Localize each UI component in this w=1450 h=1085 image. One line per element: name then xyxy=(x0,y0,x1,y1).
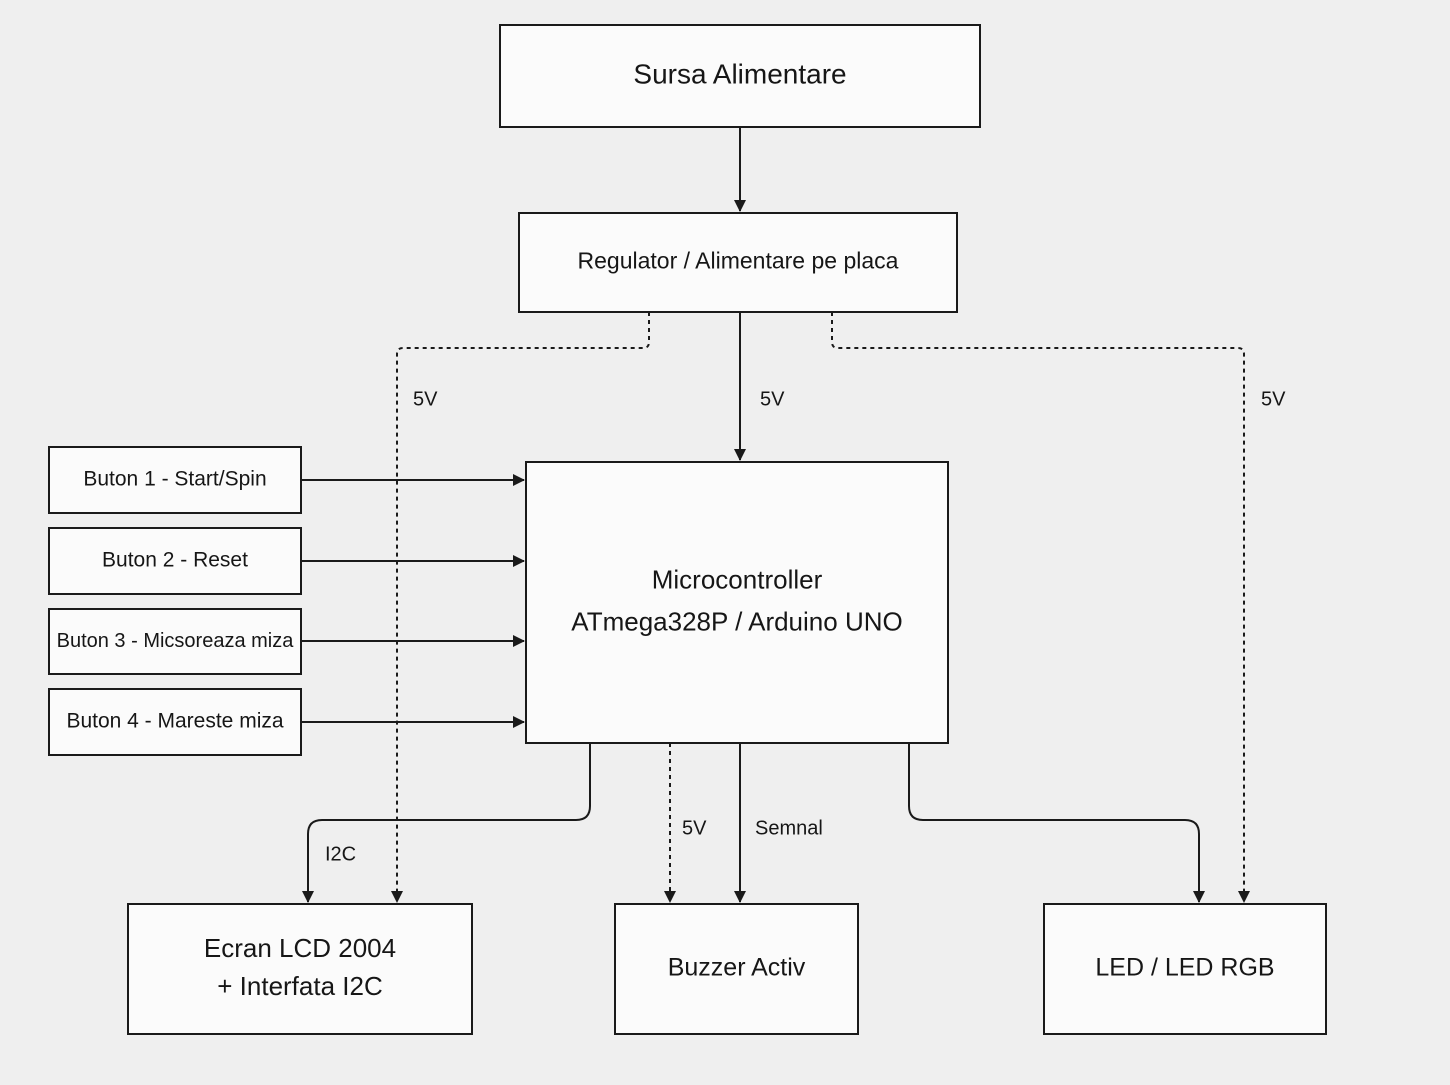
connector-regulator-to-led xyxy=(831,312,1250,903)
block-label-button-3-line-1: Buton 3 - Micsoreaza miza xyxy=(57,630,295,652)
block-frame-power-supply xyxy=(499,24,981,128)
block-frame-button-2 xyxy=(48,527,302,595)
block-frame-button-3 xyxy=(48,608,302,675)
connector-label-regulator-to-lcd: 5V xyxy=(413,388,438,410)
block-label-microcontroller-line-2: ATmega328P / Arduino UNO xyxy=(571,606,902,636)
block-power-supply: Sursa Alimentare xyxy=(499,24,981,128)
block-label-buzzer-line-1: Buzzer Activ xyxy=(668,954,806,982)
connector-regulator-to-lcd xyxy=(391,312,650,903)
block-button-3: Buton 3 - Micsoreaza miza xyxy=(48,608,302,675)
block-label-regulator-line-1: Regulator / Alimentare pe placa xyxy=(578,248,899,274)
block-button-2: Buton 2 - Reset xyxy=(48,527,302,595)
block-button-4: Buton 4 - Mareste miza xyxy=(48,688,302,756)
block-frame-buzzer xyxy=(614,903,859,1035)
block-frame-button-4 xyxy=(48,688,302,756)
block-label-button-4-line-1: Buton 4 - Mareste miza xyxy=(66,710,283,733)
connector-mcu-to-led xyxy=(908,743,1205,903)
block-regulator: Regulator / Alimentare pe placa xyxy=(518,212,958,313)
block-frame-button-1 xyxy=(48,446,302,514)
connector-label-regulator-to-led: 5V xyxy=(1261,388,1286,410)
connector-label-mcu-to-buzzer-power: 5V xyxy=(682,817,707,839)
block-frame-lcd xyxy=(127,903,473,1035)
block-label-microcontroller-line-1: Microcontroller xyxy=(652,564,823,594)
block-frame-regulator xyxy=(518,212,958,313)
connector-mcu-to-lcd xyxy=(302,743,591,903)
block-led: LED / LED RGB xyxy=(1043,903,1327,1035)
block-frame-led xyxy=(1043,903,1327,1035)
block-label-lcd-line-1: Ecran LCD 2004 xyxy=(204,933,396,963)
connector-label-mcu-to-lcd: I2C xyxy=(325,843,356,865)
connector-label-mcu-to-buzzer-signal: Semnal xyxy=(755,817,823,839)
block-label-led-line-1: LED / LED RGB xyxy=(1095,954,1274,982)
block-button-1: Buton 1 - Start/Spin xyxy=(48,446,302,514)
connector-label-regulator-to-mcu: 5V xyxy=(760,388,785,410)
block-label-button-2-line-1: Buton 2 - Reset xyxy=(102,549,248,572)
block-frame-microcontroller xyxy=(525,461,949,744)
block-label-power-supply-line-1: Sursa Alimentare xyxy=(633,58,846,89)
block-label-button-1-line-1: Buton 1 - Start/Spin xyxy=(83,468,266,491)
connection-labels: 5V 5V 5V I2C 5V Semnal xyxy=(325,388,1286,865)
block-label-lcd-line-2: + Interfata I2C xyxy=(217,971,382,1001)
block-buzzer: Buzzer Activ xyxy=(614,903,859,1035)
connections xyxy=(301,127,1250,903)
block-lcd: Ecran LCD 2004 + Interfata I2C xyxy=(127,903,473,1035)
